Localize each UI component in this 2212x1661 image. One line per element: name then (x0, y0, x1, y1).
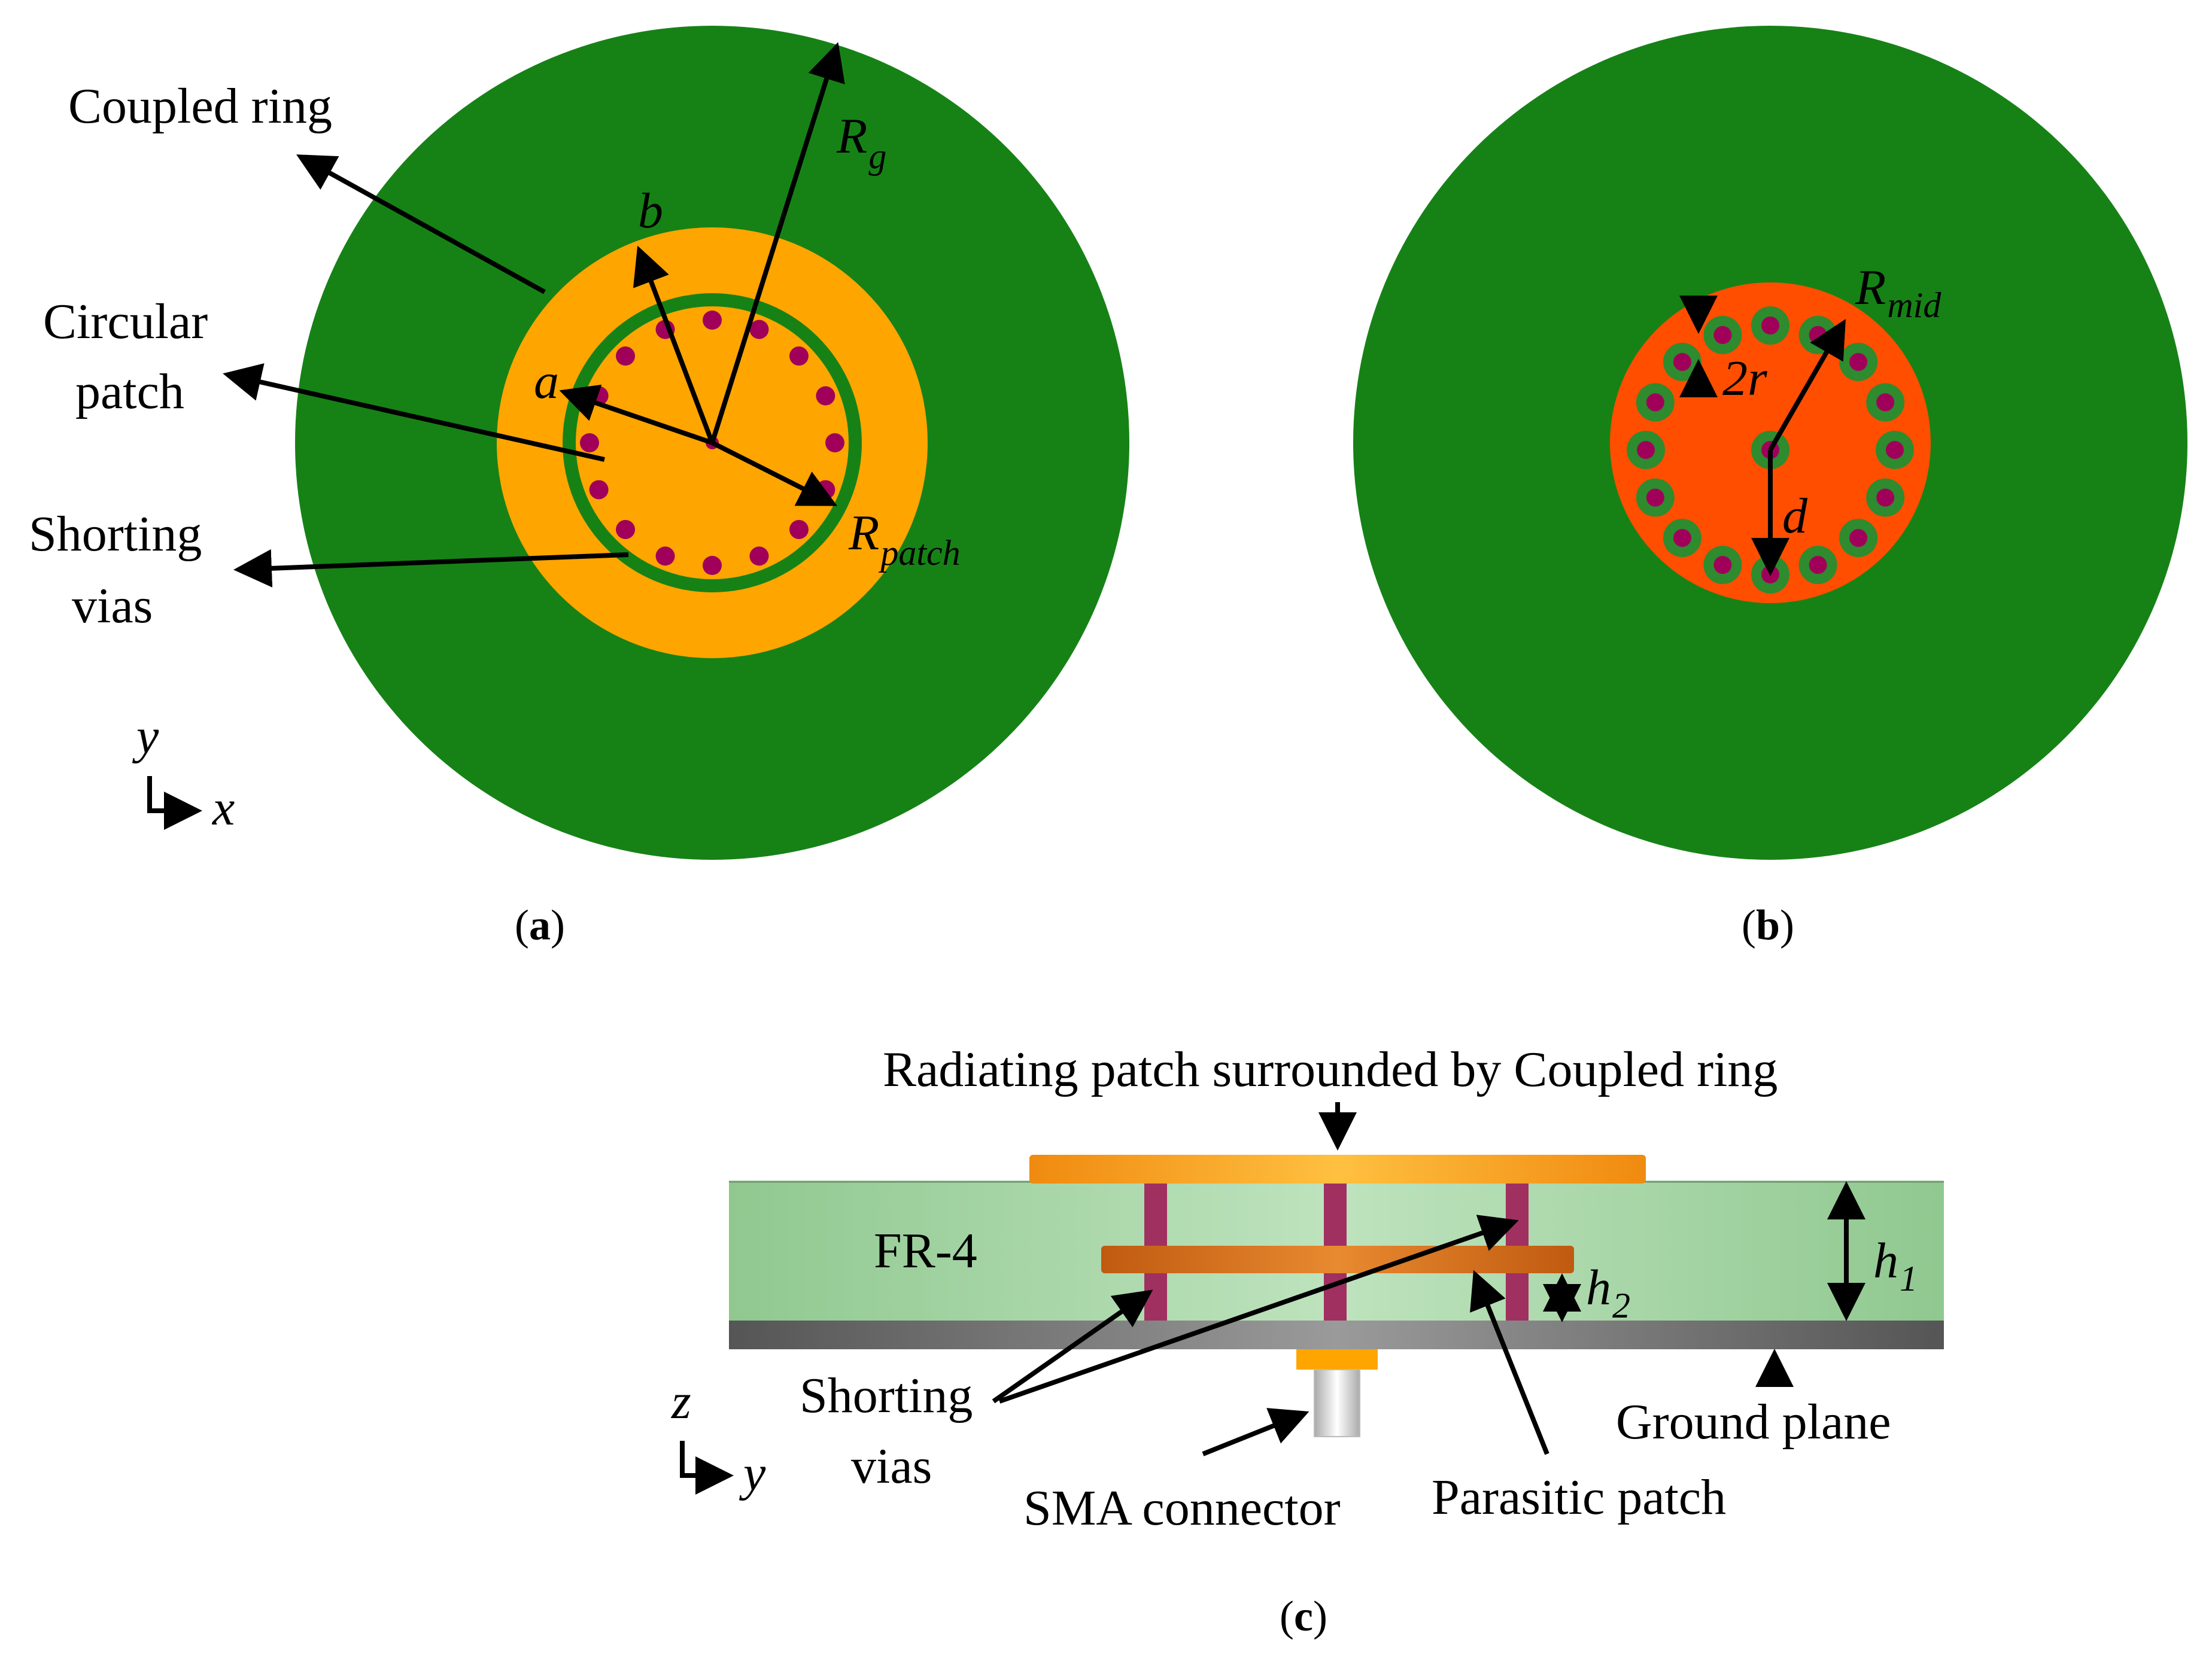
fr4-label: FR-4 (874, 1223, 977, 1279)
rmid-arrow (1768, 319, 1846, 451)
caption-b: (b) (1742, 901, 1794, 949)
panel-b-bottom-view: Rmid 2r d (b) (1353, 26, 2187, 949)
shorting-label-2: vias (72, 578, 153, 634)
shorting-via (749, 546, 769, 566)
shorting-via (789, 346, 809, 366)
dim-rmid-label: Rmid (1855, 260, 1941, 325)
shorting-via (789, 519, 809, 539)
sma-flange (1296, 1349, 1378, 1370)
circular-label-2: patch (75, 364, 184, 419)
shorting-via (703, 556, 722, 575)
shorting-via (589, 480, 609, 500)
radiating-label: Radiating patch surrounded by Coupled ri… (883, 1042, 1778, 1097)
dim-2r-label: 2r (1722, 351, 1767, 406)
caption-a: (a) (515, 901, 565, 949)
b-arrow (633, 245, 715, 444)
axis-y-label: y (132, 708, 159, 764)
axis-x-label: x (211, 780, 235, 836)
shorting-via (616, 519, 636, 539)
parasitic-patch (1101, 1246, 1574, 1273)
circular-label-1: Circular (43, 294, 208, 349)
shorting-via (1809, 325, 1827, 344)
shorting-via (1876, 393, 1895, 412)
zy-axis-indicator: z y (671, 1374, 766, 1501)
shorting-c-arrow-left (992, 1289, 1153, 1404)
shorting-c-arrow-right (998, 1215, 1519, 1404)
sma-label: SMA connector (1023, 1480, 1341, 1536)
shorting-via (655, 546, 675, 566)
a-arrow (559, 384, 713, 445)
dim-rpatch-label: Rpatch (848, 505, 961, 573)
shorting-via (1713, 325, 1732, 344)
shorting-via (1761, 317, 1779, 334)
shorting-via (825, 433, 844, 452)
circular-patch-callout (223, 363, 605, 462)
dim-rg-label: Rg (836, 108, 886, 176)
shorting-vias-callout (233, 549, 629, 588)
coupled-ring-label: Coupled ring (68, 78, 332, 134)
dim-h1-label: h1 (1873, 1233, 1918, 1298)
sma-connector (1314, 1369, 1360, 1437)
shorting-via (816, 386, 835, 406)
shorting-via (1673, 352, 1691, 371)
xy-axis-indicator: y x (132, 708, 235, 836)
shorting-via (1809, 556, 1827, 574)
panel-a-top-view: Coupled ring Circular patch Shorting via… (29, 26, 1129, 949)
shorting-via (1646, 393, 1664, 412)
rg-arrow (710, 42, 845, 444)
parasitic-arrow (1470, 1270, 1549, 1455)
shorting-via (1849, 529, 1868, 547)
shorting-via (703, 311, 722, 330)
axis-y-c-label: y (739, 1446, 766, 1501)
sma-arrow (1202, 1408, 1309, 1456)
coupled-ring-callout (296, 154, 546, 294)
dim-b-label: b (638, 183, 663, 239)
shorting-via (1646, 488, 1664, 507)
dim-a-label: a (534, 354, 559, 409)
shorting-via (580, 433, 599, 452)
shorting-via (1637, 441, 1655, 459)
dim-d-label: d (1782, 488, 1808, 544)
shorting-via (749, 320, 769, 339)
ground-plane (729, 1321, 1944, 1349)
shorting-via (616, 346, 636, 366)
rpatch-arrow (711, 440, 838, 506)
shorting-c-label-2: vias (851, 1438, 932, 1494)
shorting-label-1: Shorting (29, 506, 202, 562)
shorting-via (1876, 488, 1895, 507)
shorting-via (1849, 352, 1868, 371)
panel-c-side-view: Radiating patch surrounded by Coupled ri… (671, 1042, 1944, 1640)
shorting-via (1713, 556, 1732, 574)
parasitic-label: Parasitic patch (1432, 1470, 1726, 1525)
top-radiating-patch (1029, 1155, 1646, 1184)
shorting-via (1673, 529, 1691, 547)
shorting-via (1886, 441, 1904, 459)
dim-h2-label: h2 (1586, 1260, 1630, 1325)
caption-c: (c) (1280, 1592, 1327, 1640)
shorting-c-label-1: Shorting (800, 1368, 973, 1423)
axis-z-label: z (671, 1374, 691, 1429)
ground-label: Ground plane (1616, 1394, 1891, 1450)
